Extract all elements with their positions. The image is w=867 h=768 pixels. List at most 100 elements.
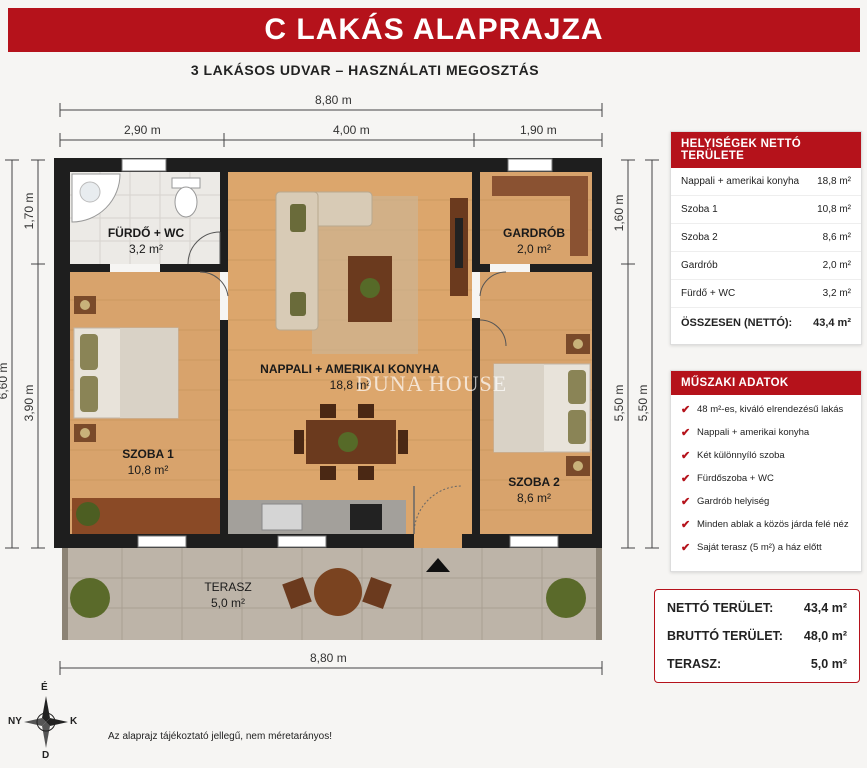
feature-text: Minden ablak a közös járda felé néz [697, 519, 849, 530]
room2-bed [493, 334, 591, 476]
feature-item: ✔ Két különnyíló szoba [671, 444, 861, 467]
room-name: SZOBA 2 [508, 475, 560, 489]
subtitle: 3 LAKÁSOS UDVAR – HASZNÁLATI MEGOSZTÁS [190, 62, 540, 78]
room-area: 8,6 m² [516, 491, 551, 506]
check-icon: ✔ [681, 427, 691, 439]
terrace-area-row: TERASZ: 5,0 m² [655, 650, 859, 678]
check-icon: ✔ [681, 519, 691, 531]
feature-item: ✔ Gardrób helyiség [671, 490, 861, 513]
room-area: 18,8 m² [329, 378, 371, 393]
feature-text: Fürdőszoba + WC [697, 473, 774, 484]
room-label-room1: SZOBA 1 10,8 m² [100, 446, 196, 478]
compass: É D NY K [8, 682, 88, 762]
check-icon: ✔ [681, 404, 691, 416]
tech-panel: MŰSZAKI ADATOK ✔ 48 m²-es, kiváló elrende… [670, 370, 862, 572]
feature-text: Nappali + amerikai konyha [697, 427, 810, 438]
room-area: 10,8 m² [127, 463, 169, 478]
dim-top-left: 2,90 m [124, 123, 161, 137]
check-icon: ✔ [681, 450, 691, 462]
feature-text: 48 m²-es, kiváló elrendezésű lakás [697, 404, 844, 415]
room-area: 5,0 m² [210, 596, 245, 611]
dimension-lines [5, 103, 659, 675]
area-row: Szoba 1 10,8 m² [671, 196, 861, 224]
wardrobe-furniture [492, 176, 588, 256]
compass-south: D [42, 750, 50, 761]
check-icon: ✔ [681, 496, 691, 508]
dim-right-upper: 1,60 m [612, 194, 626, 232]
dim-top-middle: 4,00 m [333, 123, 370, 137]
living-furniture [228, 191, 468, 534]
area-row-label: Szoba 1 [681, 204, 718, 215]
room-label-room2: SZOBA 2 8,6 m² [494, 474, 574, 506]
room-area: 3,2 m² [128, 242, 163, 257]
dim-top-total: 8,80 m [315, 93, 352, 107]
areas-total-label: ÖSSZESEN (NETTÓ): [681, 317, 793, 329]
feature-item: ✔ Saját terasz (5 m²) a ház előtt [671, 536, 861, 559]
areas-panel-title: HELYISÉGEK NETTÓ TERÜLETE [671, 132, 861, 168]
check-icon: ✔ [681, 542, 691, 554]
tech-panel-title: MŰSZAKI ADATOK [671, 371, 861, 395]
compass-west: NY [8, 716, 22, 727]
net-area-label: NETTÓ TERÜLET: [667, 601, 774, 615]
area-row: Fürdő + WC 3,2 m² [671, 280, 861, 308]
feature-item: ✔ 48 m²-es, kiváló elrendezésű lakás [671, 398, 861, 421]
dim-right-middle: 5,50 m [612, 384, 626, 422]
terrace-area-value: 5,0 m² [810, 657, 847, 671]
dim-left-total: 6,60 m [0, 363, 10, 400]
dim-left-lower: 3,90 m [22, 384, 36, 422]
watermark: DUNA HOUSE [356, 371, 508, 396]
entrance-arrow-icon [426, 558, 450, 572]
area-row: Szoba 2 8,6 m² [671, 224, 861, 252]
gross-area-value: 48,0 m² [803, 629, 847, 643]
area-row-value: 3,2 m² [822, 288, 851, 299]
gross-area-row: BRUTTÓ TERÜLET: 48,0 m² [655, 622, 859, 650]
terrace-furniture [70, 568, 586, 618]
dim-right-outer: 5,50 m [636, 384, 650, 422]
net-area-row: NETTÓ TERÜLET: 43,4 m² [655, 594, 859, 622]
room-name: NAPPALI + AMERIKAI KONYHA [260, 362, 440, 376]
compass-north: É [41, 682, 48, 693]
room1-bed [72, 296, 220, 534]
room-label-living: NAPPALI + AMERIKAI KONYHA 18,8 m² [250, 361, 450, 393]
feature-text: Két különnyíló szoba [697, 450, 785, 461]
title-banner: C LAKÁS ALAPRAJZA [8, 8, 860, 52]
area-row-value: 18,8 m² [817, 176, 851, 187]
compass-east: K [70, 716, 78, 727]
bath-fixtures [71, 173, 201, 223]
windows [121, 158, 559, 548]
dim-top-right: 1,90 m [520, 123, 557, 137]
walls [54, 158, 602, 548]
dim-bottom-total: 8,80 m [310, 651, 347, 665]
feature-text: Saját terasz (5 m²) a ház előtt [697, 542, 822, 553]
area-row-value: 8,6 m² [822, 232, 851, 243]
dim-left-upper: 1,70 m [22, 192, 36, 230]
area-row-value: 2,0 m² [822, 260, 851, 271]
compass-rose-icon [24, 696, 68, 748]
area-row-label: Fürdő + WC [681, 288, 736, 299]
gross-area-label: BRUTTÓ TERÜLET: [667, 629, 783, 643]
disclaimer-note: Az alaprajz tájékoztató jellegű, nem mér… [108, 731, 333, 742]
feature-item: ✔ Nappali + amerikai konyha [671, 421, 861, 444]
room-label-terrace: TERASZ 5,0 m² [180, 579, 276, 611]
feature-text: Gardrób helyiség [697, 496, 770, 507]
net-area-value: 43,4 m² [803, 601, 847, 615]
area-row-label: Nappali + amerikai konyha [681, 176, 800, 187]
room-label-bath: FÜRDŐ + WC 3,2 m² [100, 225, 192, 257]
room-name: FÜRDŐ + WC [107, 226, 185, 240]
area-row-value: 10,8 m² [817, 204, 851, 215]
room-name: GARDRÓB [503, 226, 565, 240]
room-area: 2,0 m² [516, 242, 551, 257]
areas-total-value: 43,4 m² [813, 317, 851, 329]
area-row-label: Szoba 2 [681, 232, 718, 243]
area-row-label: Gardrób [681, 260, 718, 271]
terrace-area-label: TERASZ: [667, 657, 722, 671]
feature-item: ✔ Minden ablak a közös járda felé néz [671, 513, 861, 536]
area-row: Gardrób 2,0 m² [671, 252, 861, 280]
page-title: C LAKÁS ALAPRAJZA [264, 13, 604, 46]
room-name: SZOBA 1 [122, 447, 174, 461]
areas-total-row: ÖSSZESEN (NETTÓ): 43,4 m² [671, 308, 861, 338]
room-label-wardrobe: GARDRÓB 2,0 m² [492, 225, 576, 257]
area-row: Nappali + amerikai konyha 18,8 m² [671, 168, 861, 196]
room-name: TERASZ [204, 580, 252, 594]
